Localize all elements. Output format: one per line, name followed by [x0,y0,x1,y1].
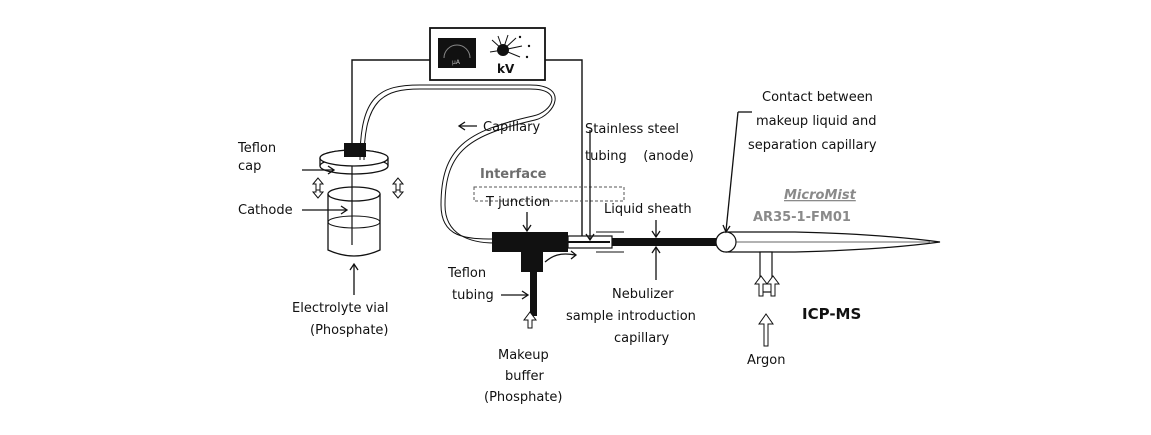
interface-label: Interface [480,167,547,182]
separation-capillary-outer [359,84,556,244]
teflon-tubing-label-1: Teflon [447,266,486,281]
micromist-label: MicroMist [784,188,857,203]
contact-label-3: separation capillary [748,138,877,153]
teflon-cap-label-1: Teflon [237,141,276,156]
argon-label: Argon [747,353,785,368]
power-supply: µA kV [351,27,583,240]
nebulizer-capillary [612,238,730,246]
cathode-wire [351,59,430,143]
voltage-knob-icon [489,34,531,59]
electrolyte-vial-label-2: (Phosphate) [310,323,389,338]
interface-box [473,186,625,202]
nebulizer-capillary-label-2: sample introduction [566,309,696,324]
stainless-steel-label-1: Stainless steel [585,122,679,137]
stainless-steel-label-2: tubing (anode) [585,149,694,164]
meter-dial [443,44,471,59]
t-junction [492,232,578,316]
current-meter [438,38,476,68]
nebulizer-capillary-label-3: capillary [614,331,670,346]
t-junction-label: T junction [485,195,550,210]
liquid-sheath-label: Liquid sheath [604,202,692,217]
teflon-tubing-label-2: tubing [452,288,494,303]
contact-label-2: makeup liquid and [756,114,877,129]
nebulizer-model-label: AR35-1-FM01 [753,210,851,225]
capillary-label: Capillary [483,120,540,135]
makeup-buffer-label-2: buffer [505,369,544,384]
updown-arrow-left-icon [311,177,325,192]
separation-capillary-inner [363,88,553,240]
electrolyte-vial-label-1: Electrolyte vial [292,301,389,316]
updown-arrow-right-icon [391,177,405,192]
cathode-label: Cathode [238,203,293,218]
anode-wire [545,59,583,240]
argon-arrow-icon [758,313,774,347]
electrolyte-vial [311,143,405,257]
makeup-buffer-label-1: Makeup [498,348,549,363]
vial-body [327,194,381,257]
contact-label-1: Contact between [762,90,873,105]
makeup-buffer-label-3: (Phosphate) [484,390,563,405]
nebulizer-capillary-label-1: Nebulizer [612,287,674,302]
meter-text: µA [452,59,461,66]
kv-label: kV [497,62,515,76]
icp-ms-label: ICP-MS [802,305,861,323]
teflon-tubing-shape [530,272,537,316]
annotation-arrows [302,111,780,347]
makeup-buffer-arrow-icon [523,311,537,329]
micromist-nebulizer [715,231,941,293]
teflon-cap-label-2: cap [238,159,261,174]
